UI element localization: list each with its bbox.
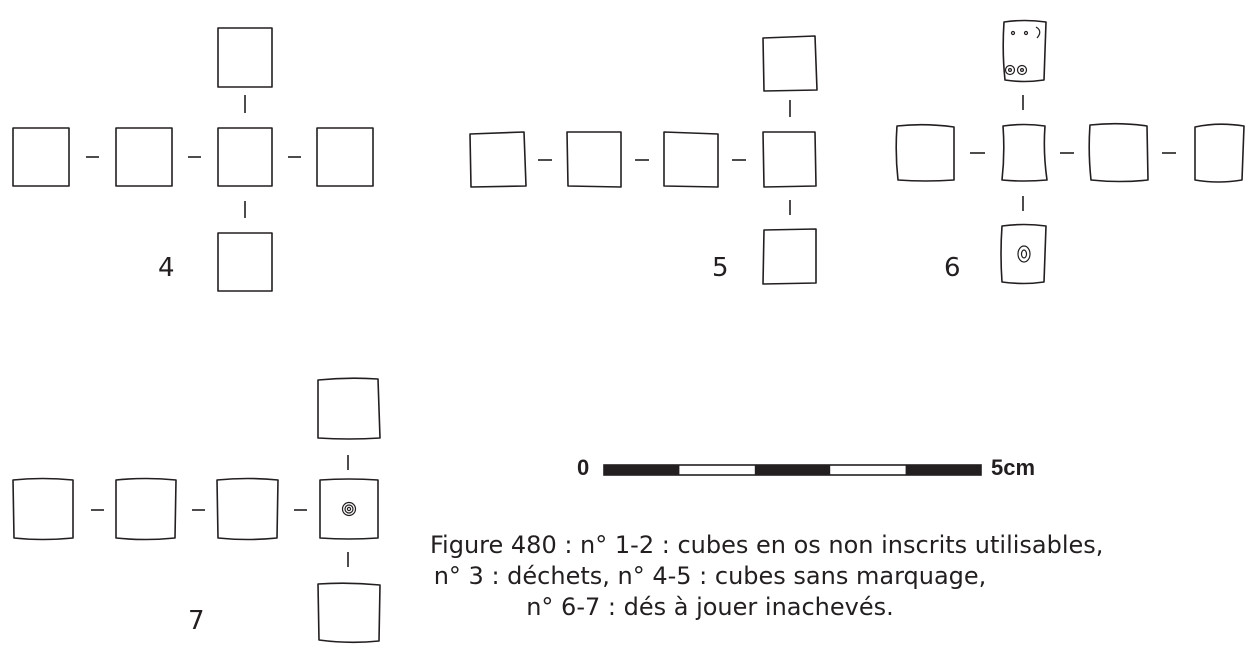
scale-end-label: 5cm	[991, 455, 1035, 480]
figure-number: 5	[712, 253, 729, 283]
figure-number: 6	[944, 253, 961, 283]
figure-caption: Figure 480 : n° 1-2 : cubes en os non in…	[430, 530, 1104, 623]
cube-face-left-mid	[566, 131, 622, 188]
die-face-right	[1088, 122, 1149, 183]
caption-line: n° 6-7 : dés à jouer inachevés.	[526, 593, 894, 621]
cube-face-bottom	[217, 232, 273, 292]
die-face-left	[216, 477, 279, 541]
cube-face-bottom	[762, 228, 817, 285]
ring-pip-icon	[1004, 64, 1016, 76]
die-face-right-outer	[1194, 123, 1245, 183]
die-face-center	[1001, 123, 1048, 182]
cube-development-6: 6	[895, 19, 1245, 285]
caption-line: Figure 480 : n° 1-2 : cubes en os non in…	[430, 531, 1104, 559]
pip-icon	[1010, 30, 1016, 36]
scale-segment-black	[905, 465, 981, 475]
cube-development-7: 7	[12, 377, 381, 644]
cube-face-left-outer	[469, 131, 527, 188]
cube-face-top	[762, 35, 818, 92]
crescent-mark-icon	[1035, 26, 1041, 39]
ring-pip-icon	[1016, 64, 1028, 76]
concentric-pip-icon	[341, 501, 357, 517]
scale-segment-black	[604, 465, 680, 475]
die-face-top	[317, 377, 381, 440]
ring-pip-icon	[1017, 245, 1031, 263]
scale-start-label: 0	[577, 455, 589, 480]
figure-number: 4	[158, 253, 175, 283]
die-face-left-mid	[115, 477, 177, 541]
die-face-left	[895, 123, 955, 182]
die-face-bottom	[1000, 223, 1047, 285]
figure-number: 7	[188, 606, 205, 636]
cube-face-left-outer	[12, 127, 70, 187]
cube-development-4: 4	[12, 27, 374, 292]
cube-face-center	[762, 131, 817, 188]
die-face-bottom	[317, 582, 381, 644]
scale-segment-black	[754, 465, 831, 475]
cube-face-left	[115, 127, 173, 187]
die-face-left-outer	[12, 477, 74, 541]
scale-bar: 0 5cm	[577, 455, 1035, 480]
caption-line: n° 3 : déchets, n° 4-5 : cubes sans marq…	[433, 562, 987, 590]
cube-face-left	[663, 131, 719, 188]
die-face-top	[1002, 19, 1047, 83]
cube-development-5: 5	[469, 35, 818, 285]
pip-icon	[1023, 30, 1029, 36]
cube-face-center	[217, 127, 273, 187]
cube-face-top	[217, 27, 273, 88]
cube-face-right	[316, 127, 374, 187]
die-face-center	[319, 478, 379, 540]
